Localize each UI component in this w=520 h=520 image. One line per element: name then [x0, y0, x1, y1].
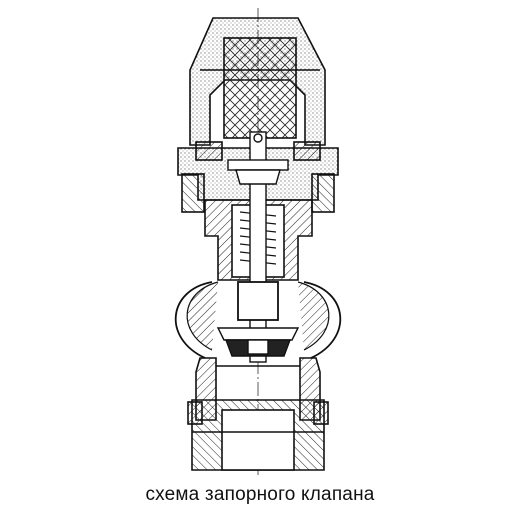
valve-body: [174, 281, 342, 359]
diagram-caption: схема запорного клапана: [145, 484, 375, 505]
handle-cap: [189, 17, 326, 146]
valve-disc: [216, 327, 300, 357]
bottom-connector: [187, 399, 329, 471]
